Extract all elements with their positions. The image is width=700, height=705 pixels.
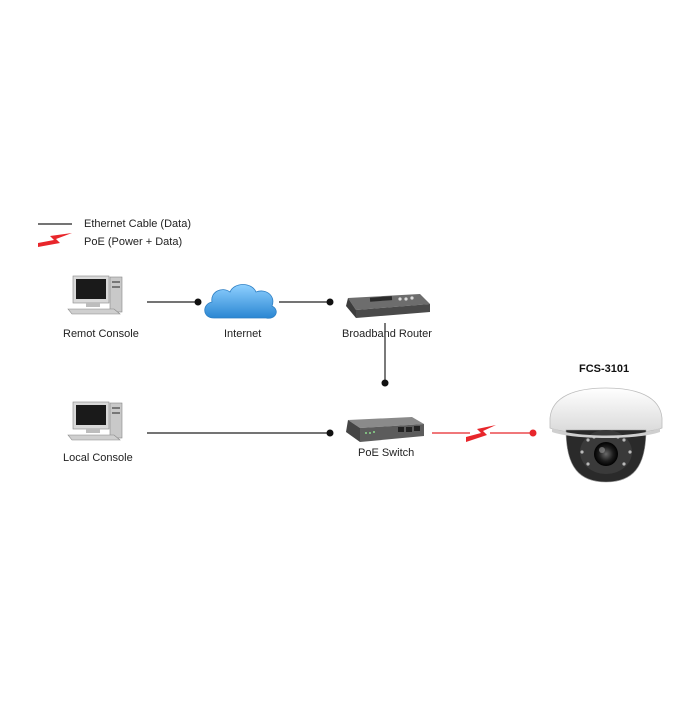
remote-console-computer-icon <box>67 275 123 315</box>
poe-link <box>432 425 537 442</box>
ethernet-links <box>147 301 386 434</box>
local-console-computer-icon <box>67 401 123 441</box>
broadband-router-label: Broadband Router <box>342 328 432 340</box>
endpoint-dot <box>529 429 537 437</box>
poe-bolt-icon <box>466 425 496 442</box>
local-console-label: Local Console <box>63 452 133 464</box>
internet-label: Internet <box>224 328 262 340</box>
legend-ethernet-label: Ethernet Cable (Data) <box>84 218 191 230</box>
endpoint-dot <box>326 429 334 437</box>
poe-switch-label: PoE Switch <box>358 447 415 459</box>
legend-poe-label: PoE (Power + Data) <box>84 236 183 248</box>
legend-poe-bolt-icon <box>38 233 72 247</box>
link-endpoints <box>194 298 389 437</box>
legend <box>38 223 72 247</box>
broadband-router-icon <box>346 294 430 318</box>
endpoint-dot <box>326 298 334 306</box>
endpoint-dot <box>381 379 389 387</box>
camera-model-label: FCS-3101 <box>579 363 630 375</box>
remote-console-label: Remot Console <box>63 328 139 340</box>
internet-cloud-icon <box>204 284 277 319</box>
endpoint-dot <box>194 298 202 306</box>
dome-camera-icon <box>549 387 663 483</box>
poe-switch-icon <box>346 417 424 442</box>
